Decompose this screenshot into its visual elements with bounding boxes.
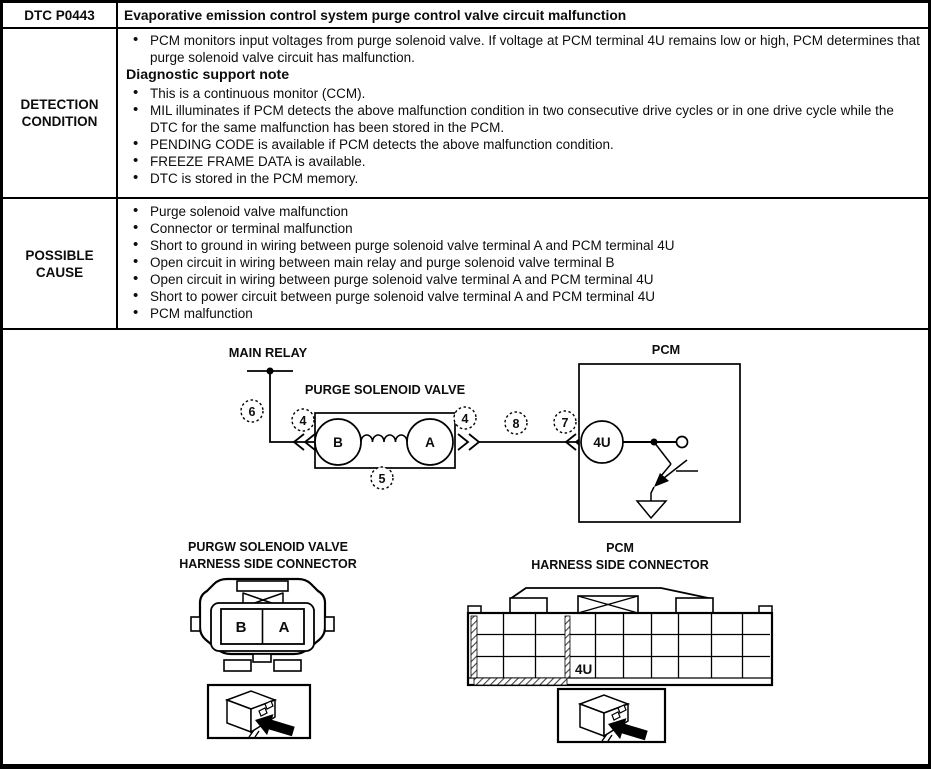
right-connector-label-1: PCM [606, 541, 634, 555]
bullet-item: FREEZE FRAME DATA is available. [124, 152, 920, 170]
possible-cause-list: Purge solenoid valve malfunctionConnecto… [124, 202, 920, 322]
callout-4-left-num: 4 [300, 414, 307, 428]
pcm-connector-pin-4u: 4U [575, 662, 592, 677]
bullet-item: PCM monitors input voltages from purge s… [124, 31, 920, 66]
pcm-label: PCM [652, 342, 680, 357]
bullet-item: Purge solenoid valve malfunction [124, 202, 920, 220]
pcm-transistor [635, 441, 698, 520]
wire-relay-to-valve [269, 371, 315, 443]
bullet-item: MIL illuminates if PCM detects the above… [124, 101, 920, 136]
detection-condition-content: PCM monitors input voltages from purge s… [118, 29, 928, 197]
detection-condition-row: DETECTION CONDITION PCM monitors input v… [3, 29, 928, 199]
bullet-item: Short to ground in wiring between purge … [124, 236, 920, 254]
dtc-header-row: DTC P0443 Evaporative emission control s… [3, 3, 928, 29]
pcm-terminal-label: 4U [593, 435, 610, 450]
connector-chevrons-valve-right [457, 433, 481, 451]
possible-cause-row: POSSIBLE CAUSE Purge solenoid valve malf… [3, 199, 928, 330]
dtc-code: DTC P0443 [3, 3, 118, 27]
main-relay-label: MAIN RELAY [229, 345, 308, 360]
callout-7-num: 7 [562, 416, 569, 430]
callout-8-num: 8 [513, 417, 520, 431]
terminal-b-label: B [333, 435, 343, 450]
callout-8: 8 [504, 411, 528, 435]
left-connector-pin-b: B [236, 619, 247, 636]
detection-condition-label: DETECTION CONDITION [3, 29, 118, 197]
bullet-item: Open circuit in wiring between main rela… [124, 253, 920, 271]
left-connector-label-1: PURGW SOLENOID VALVE [188, 540, 348, 554]
callout-6: 6 [240, 399, 264, 423]
callout-5-num: 5 [379, 472, 386, 486]
diagnostic-note-heading: Diagnostic support note [126, 67, 290, 83]
purge-valve-label: PURGE SOLENOID VALVE [305, 382, 466, 397]
dtc-title: Evaporative emission control system purg… [124, 7, 627, 23]
terminal-a-label: A [425, 435, 435, 450]
bullet-item: Connector or terminal malfunction [124, 219, 920, 237]
bullet-item: PENDING CODE is available if PCM detects… [124, 135, 920, 153]
bullet-item: DTC is stored in the PCM memory. [124, 169, 920, 187]
connector-chevrons-valve-left [292, 433, 316, 451]
wiring-diagram-row: MAIN RELAY PURGE SOLENOID VALVE B A 6 4 [3, 330, 928, 758]
bullet-item: This is a continuous monitor (CCM). [124, 84, 920, 102]
left-connector-pin-a: A [279, 619, 290, 636]
pcm-connector-drawing: 4U [466, 587, 774, 687]
callout-4-right: 4 [453, 406, 477, 430]
possible-cause-label: POSSIBLE CAUSE [3, 199, 118, 328]
callout-6-num: 6 [249, 405, 256, 419]
detection-note-list: This is a continuous monitor (CCM).MIL i… [124, 84, 920, 187]
solenoid-coil [360, 434, 408, 443]
detection-intro-list: PCM monitors input voltages from purge s… [124, 31, 920, 66]
wiring-diagram-svg: MAIN RELAY PURGE SOLENOID VALVE B A 6 4 [179, 342, 774, 744]
purge-valve-connector-drawing: B A [190, 577, 335, 672]
callout-4-left: 4 [291, 408, 315, 432]
callout-4-right-num: 4 [462, 412, 469, 426]
bullet-item: Open circuit in wiring between purge sol… [124, 270, 920, 288]
callout-5: 5 [370, 466, 394, 490]
pcm-open-terminal [675, 435, 689, 449]
bullet-item: PCM malfunction [124, 304, 920, 322]
bullet-item: Short to power circuit between purge sol… [124, 287, 920, 305]
callout-7: 7 [553, 410, 577, 434]
possible-cause-content: Purge solenoid valve malfunctionConnecto… [118, 199, 928, 328]
left-connector-label-2: HARNESS SIDE CONNECTOR [179, 557, 357, 571]
right-connector-label-2: HARNESS SIDE CONNECTOR [531, 558, 709, 572]
